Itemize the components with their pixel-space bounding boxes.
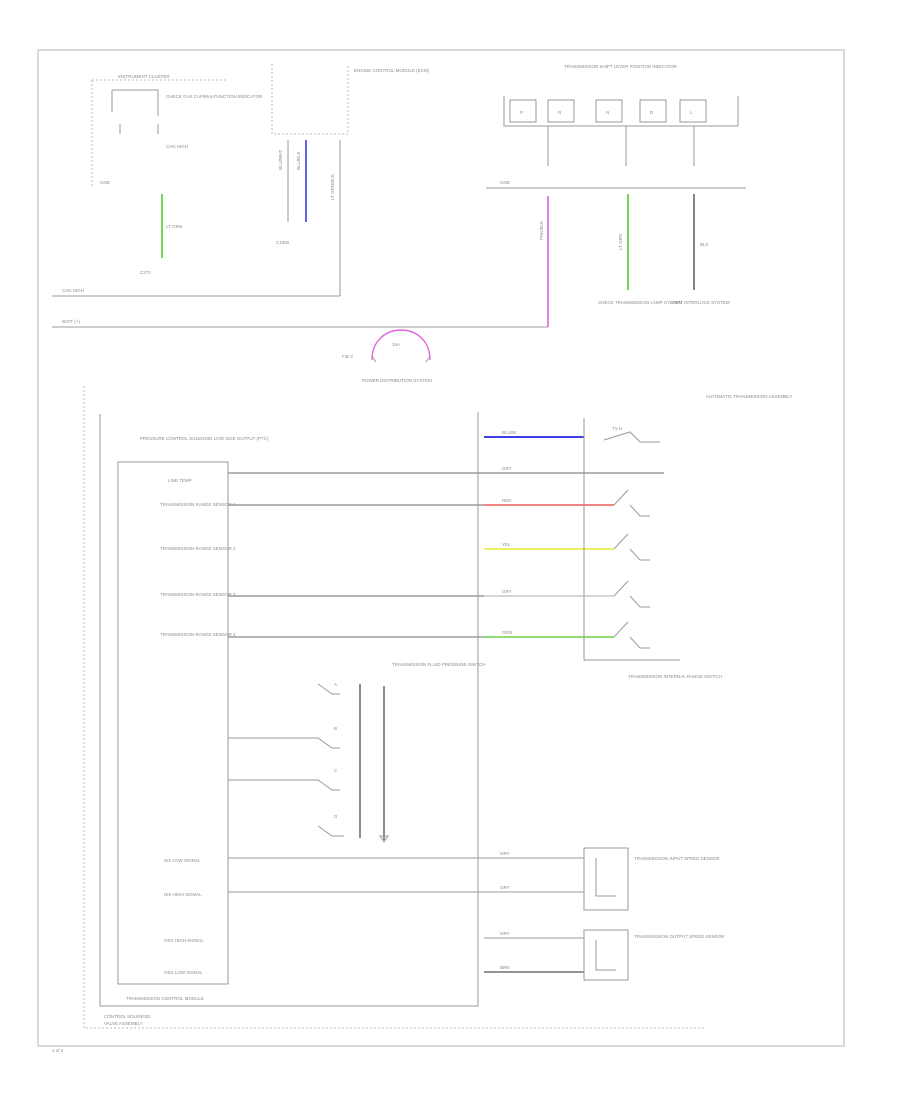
svg-text:RED: RED xyxy=(502,498,512,503)
pressure-contact-c: C xyxy=(334,768,338,773)
input-speed-sensor: TRANSMISSION INPUT SPEED SENSOR xyxy=(634,856,720,861)
shift-pos-l: L xyxy=(690,110,693,115)
svg-text:GRY: GRY xyxy=(502,589,512,594)
svg-text:GRY: GRY xyxy=(500,885,510,890)
cluster-connector: C270 xyxy=(140,270,151,275)
shift-wire-right: BLK xyxy=(700,242,709,247)
shift-position-boxes: P R N D L xyxy=(509,99,707,123)
footer-line-1: CONTROL SOLENOID xyxy=(104,1014,151,1019)
ecm-wire-label-3: LT GRN/BLK xyxy=(330,174,335,200)
output-speed-sensor: TRANSMISSION OUTPUT SPEED SENSOR xyxy=(634,934,725,939)
outer-frame xyxy=(37,49,845,1047)
tcm-signal-2: TRANSMISSION RANGE SENSOR 1 xyxy=(160,502,236,507)
ecm-wire-label-1: BLU/WHT xyxy=(278,149,283,170)
svg-text:BRN: BRN xyxy=(500,965,510,970)
ecm-title: ENGINE CONTROL MODULE (ECM) xyxy=(354,68,430,73)
fluid-pressure-switch: TRANSMISSION FLUID PRESSURE SWITCH A B C… xyxy=(228,662,486,843)
range-switch-top: T1-U xyxy=(612,426,622,431)
svg-text:GRY: GRY xyxy=(500,931,510,936)
tcm-signal-4: TRANSMISSION RANGE SENSOR 3 xyxy=(160,592,236,597)
ecm-wire-label-2: BLU/BLK xyxy=(296,151,301,170)
harness-wires: BLU/W GRY RED YEL GRY GRN xyxy=(228,430,664,638)
power-bus-upper: CAN HIGH xyxy=(62,288,84,293)
shift-right-dest: SHIFT INTERLOCK SYSTEM xyxy=(670,300,730,305)
transmission-control-module: TRANSMISSION CONTROL MODULE PRESSURE CON… xyxy=(83,386,706,1029)
pdc-fuse-b: 15A xyxy=(392,342,400,347)
shift-pos-n: N xyxy=(606,110,609,115)
shift-pos-p: P xyxy=(520,110,523,115)
shift-wire-left: PNK/BLK xyxy=(539,221,544,240)
cluster-wire-label: LT GRN xyxy=(166,224,182,229)
cluster-lamp-label: CHECK GAS CAP/MALFUNCTION INDICATOR xyxy=(166,94,263,99)
shift-lever-title: TRANSMISSION SHIFT LEVER POSITION INDICA… xyxy=(564,64,678,69)
auto-trans-title: AUTOMATIC TRANSMISSION ASSEMBLY xyxy=(706,394,792,399)
shift-pos-d: D xyxy=(650,110,654,115)
pressure-contact-d: D xyxy=(334,814,338,819)
svg-text:GRY: GRY xyxy=(502,466,512,471)
instrument-cluster: INSTRUMENT CLUSTER CHECK GAS CAP/MALFUNC… xyxy=(91,74,263,275)
pressure-contact-a: A xyxy=(334,682,337,687)
range-switch-title: TRANSMISSION INTERNAL RANGE SWITCH xyxy=(628,674,722,679)
tcm-signal-5: TRANSMISSION RANGE SENSOR 4 xyxy=(160,632,236,637)
tcm-signal-1: LINE TEMP xyxy=(168,478,192,483)
shift-wire-mid: LT GRN xyxy=(618,234,623,250)
shift-bus-label: GND xyxy=(500,180,511,185)
engine-control-module: ENGINE CONTROL MODULE (ECM) BLU/WHT BLU/… xyxy=(271,64,430,296)
cluster-ground: GND xyxy=(100,180,111,185)
power-distribution: F/B 3 15A POWER DISTRIBUTION SYSTEM xyxy=(342,329,432,383)
pdc-fuse-a: F/B 3 xyxy=(342,354,353,359)
shift-left-dest: CHECK TRANSMISSION LAMP SYSTEM xyxy=(598,300,683,305)
svg-text:YEL: YEL xyxy=(502,542,511,547)
pressure-switch-title: TRANSMISSION FLUID PRESSURE SWITCH xyxy=(392,662,486,667)
cluster-note: CAN HIGH xyxy=(166,144,188,149)
speed-sensors: GRY GRY TRANSMISSION INPUT SPEED SENSOR … xyxy=(228,847,725,981)
page-number: 1 of 2 xyxy=(52,1048,64,1053)
pressure-contact-b: B xyxy=(334,726,337,731)
tcm-signal-3: TRANSMISSION RANGE SENSOR 2 xyxy=(160,546,236,551)
pdc-title: POWER DISTRIBUTION SYSTEM xyxy=(362,378,432,383)
power-bus: CAN HIGH BATT (+) xyxy=(52,196,549,328)
instrument-cluster-title: INSTRUMENT CLUSTER xyxy=(118,74,170,79)
internal-range-switch: T1-U TRANSMISSION INTERNAL RANGE SWITCH xyxy=(583,418,722,679)
svg-text:BLU/W: BLU/W xyxy=(502,430,517,435)
tcm-speed-3: OSS LOW SIGNAL xyxy=(164,970,203,975)
svg-text:GRN: GRN xyxy=(502,630,512,635)
shift-lever-indicator: TRANSMISSION SHIFT LEVER POSITION INDICA… xyxy=(486,64,746,305)
ecm-connector: C1000 xyxy=(276,240,290,245)
tcm-speed-2: OSS HIGH SIGNAL xyxy=(164,938,204,943)
shift-pos-r: R xyxy=(558,110,562,115)
power-bus-lower: BATT (+) xyxy=(62,319,80,324)
tcm-signal-0: PRESSURE CONTROL SOLENOID LOW SIDE OUTPU… xyxy=(140,436,269,441)
tcm-title: TRANSMISSION CONTROL MODULE xyxy=(126,996,204,1001)
tcm-speed-1: ISS HIGH SIGNAL xyxy=(164,892,202,897)
tcm-speed-0: ISS LOW SIGNAL xyxy=(164,858,201,863)
svg-text:GRY: GRY xyxy=(500,851,510,856)
footer-line-2: VALVE ASSEMBLY xyxy=(104,1021,143,1026)
